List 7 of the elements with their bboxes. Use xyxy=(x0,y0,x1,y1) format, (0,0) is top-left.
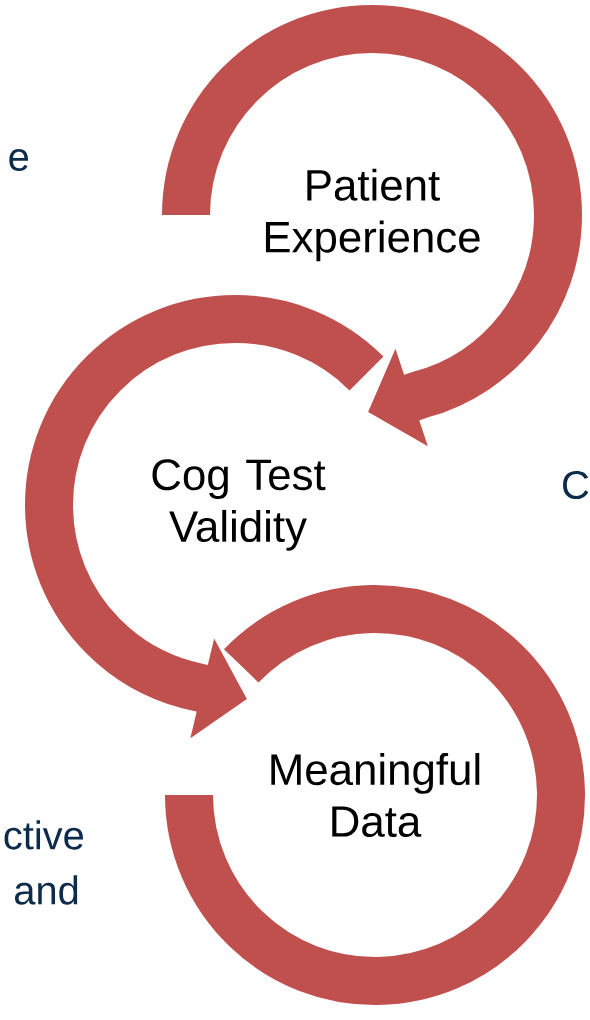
circle-label: Cog Test Validity xyxy=(152,459,326,551)
text-fragment: and xyxy=(15,875,78,905)
text-fragment: e xyxy=(9,149,29,171)
circle-label: Meaningful Data xyxy=(271,753,480,837)
text-fragment: C xyxy=(563,470,589,500)
text-fragment: ctive xyxy=(4,820,84,850)
circle-label: Patient Experience xyxy=(265,168,480,262)
